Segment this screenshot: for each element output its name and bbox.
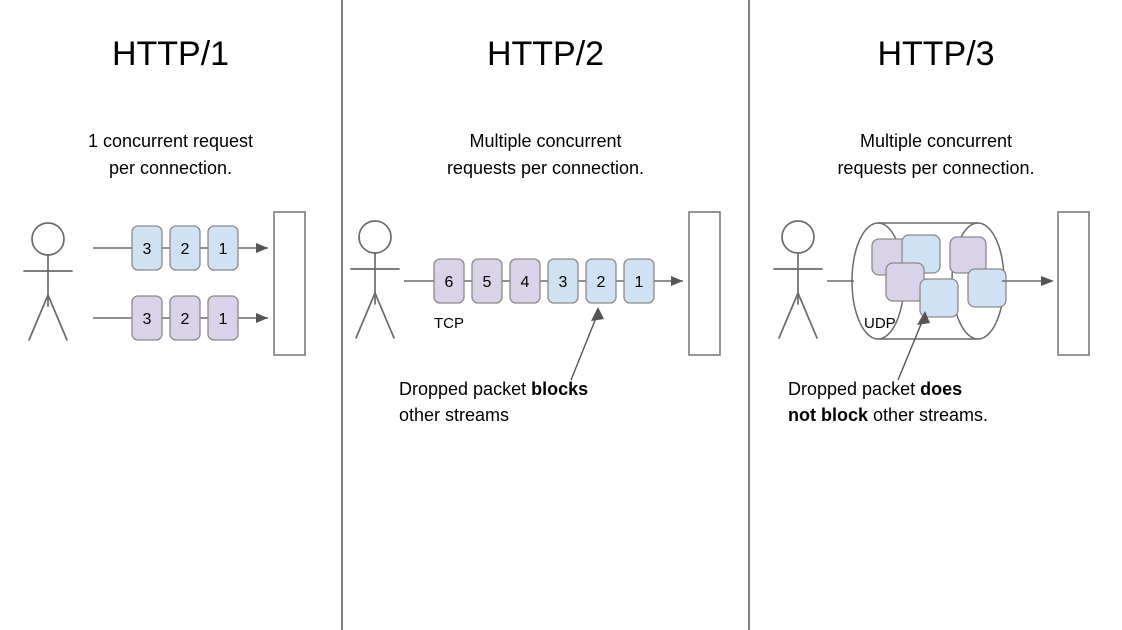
panel-title-http2: HTTP/2 — [486, 35, 605, 73]
server-rectangle — [273, 211, 306, 356]
panel-divider-2 — [748, 0, 750, 630]
panel-http3: HTTP/3 Multiple concurrent requests per … — [750, 0, 1122, 630]
packet-blue-1 — [623, 258, 655, 304]
panel-divider-1 — [341, 0, 343, 630]
caption-part: Dropped packet — [399, 379, 532, 399]
packet-blue-2 — [169, 225, 201, 271]
packet-label: 2 — [597, 274, 606, 291]
caption-part-2: other streams — [399, 405, 510, 425]
panel-subtitle-http2: Multiple concurrent requests per connect… — [446, 131, 645, 178]
packet-label: 2 — [181, 311, 190, 328]
server-rectangle — [688, 211, 721, 356]
caption-http2: Dropped packet blocks other streams — [399, 376, 739, 428]
packet-blue-b — [919, 278, 959, 318]
packet-label: 3 — [143, 241, 152, 258]
http2-flow-graphic: 6 5 4 3 2 1 TCP — [350, 211, 721, 381]
panel-title-http1: HTTP/1 — [111, 35, 230, 73]
client-stick-figure — [773, 220, 823, 339]
packet-purple-2 — [169, 295, 201, 341]
caption-part-bold: does — [920, 379, 963, 399]
client-stick-figure — [350, 220, 400, 339]
packet-purple-4 — [509, 258, 541, 304]
packet-blue-3 — [131, 225, 163, 271]
packet-purple-3 — [131, 295, 163, 341]
packet-label: 1 — [635, 274, 644, 291]
http1-stream-1-packets: 3 2 1 — [131, 225, 239, 271]
packet-label: 4 — [521, 274, 530, 291]
panel-http1: HTTP/1 1 concurrent request per connecti… — [0, 0, 341, 630]
panel-subtitle-http1: 1 concurrent request per connection. — [87, 131, 254, 178]
server-rectangle — [1057, 211, 1090, 356]
http3-packets — [871, 234, 1007, 318]
packet-label: 5 — [483, 274, 492, 291]
packet-label: 1 — [219, 311, 228, 328]
caption-http3: Dropped packet does not block other stre… — [788, 376, 1122, 428]
caption-part-tail: other streams. — [868, 405, 989, 425]
http3-flow-graphic: UDP — [773, 211, 1090, 381]
packet-purple-5 — [471, 258, 503, 304]
caption-part-bold: blocks — [531, 379, 589, 399]
packet-blue-3 — [547, 258, 579, 304]
http3-arrowhead — [1041, 276, 1054, 286]
caption-part: Dropped packet — [788, 379, 921, 399]
packet-purple-c — [949, 236, 987, 274]
packet-label: 6 — [445, 274, 454, 291]
packet-blue-c — [967, 268, 1007, 308]
packet-label: 3 — [143, 311, 152, 328]
protocol-label-udp: UDP — [864, 315, 896, 332]
http2-arrowhead — [671, 276, 683, 286]
packet-purple-1 — [207, 295, 239, 341]
packet-blue-2 — [585, 258, 617, 304]
http2-packets: 6 5 4 3 2 1 — [433, 258, 655, 304]
packet-purple-b — [885, 262, 925, 302]
http1-flow-graphic: 3 2 1 3 2 1 — [23, 211, 306, 356]
http1-stream-1-arrowhead — [256, 243, 268, 253]
packet-label: 1 — [219, 241, 228, 258]
dropped-packet-pointer — [570, 307, 604, 381]
panel-title-http3: HTTP/3 — [877, 35, 995, 73]
http1-stream-2-arrowhead — [256, 313, 268, 323]
packet-blue-1 — [207, 225, 239, 271]
client-stick-figure — [23, 222, 73, 341]
protocol-label-tcp: TCP — [434, 315, 464, 332]
dropped-packet-pointer — [897, 311, 930, 381]
caption-part-bold-2: not block — [788, 405, 868, 425]
panel-http2: HTTP/2 Multiple concurrent requests per … — [343, 0, 748, 630]
packet-label: 3 — [559, 274, 568, 291]
packet-label: 2 — [181, 241, 190, 258]
panel-subtitle-http3: Multiple concurrent requests per connect… — [837, 131, 1035, 178]
http1-stream-2-packets: 3 2 1 — [131, 295, 239, 341]
packet-purple-6 — [433, 258, 465, 304]
